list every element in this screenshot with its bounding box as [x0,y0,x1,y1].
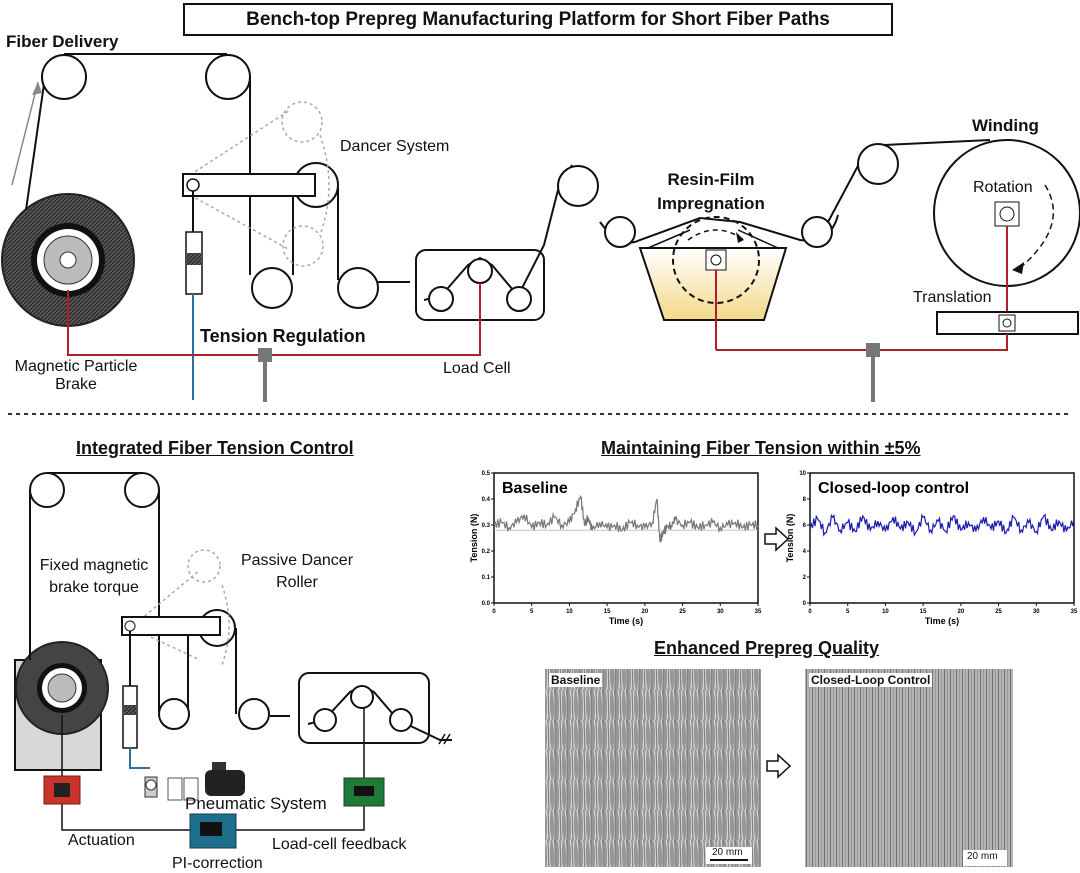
baseline-prepreg-image [545,669,761,867]
guide-roller [205,54,251,100]
x-tick-label: 15 [920,609,927,615]
guide-roller [857,143,899,185]
brake-label-line2: Brake [55,376,97,393]
fixed-brake-line2: brake torque [49,579,139,596]
y-tick-label: 8 [803,497,807,503]
dancer-ghost-positions [189,101,330,267]
controller-block [258,348,272,362]
x-tick-label: 0 [808,609,812,615]
load-cell-feedback-label: Load-cell feedback [272,836,407,853]
motor-driver-board [43,775,81,805]
fiber-direction-arrow [11,81,42,186]
guide-roller [41,54,87,100]
x-tick-label: 35 [1071,609,1078,615]
x-tick-label: 5 [530,609,534,615]
tension-regulation-label: Tension Regulation [200,326,366,346]
bottom-left-diagram [14,472,452,849]
y-tick-label: 10 [799,471,806,477]
top-diagram [1,53,1080,402]
passive-dancer-line1: Passive Dancer [240,552,354,569]
guide-roller [337,267,379,309]
charts-heading: Maintaining Fiber Tension within ±5% [601,438,921,458]
quality-heading: Enhanced Prepreg Quality [654,638,880,658]
y-tick-label: 6 [803,523,807,529]
passive-dancer-line2: Roller [276,574,318,591]
y-axis-label: Tension (N) [469,514,479,563]
x-tick-label: 30 [717,609,724,615]
actuation-label: Actuation [68,832,135,849]
series-line [493,494,759,543]
y-tick-label: 0.1 [482,575,491,581]
chart-frame [809,472,1075,604]
winding-mandrel [933,139,1080,335]
series-line [809,513,1075,537]
winding-label: Winding [972,116,1039,135]
page-title: Bench-top Prepreg Manufacturing Platform… [183,3,893,36]
baseline-tension-chart: 0 5 10 15 20 25 30 35 0.5 0.4 0.3 0.2 0.1 0.0 Baseline… [469,471,762,626]
guide-roller [557,165,599,207]
x-tick-label: 20 [958,609,965,615]
dancer-arm [182,173,316,197]
dancer-system-label: Dancer System [340,138,450,155]
x-tick-label: 5 [846,609,850,615]
resin-label-line1: Resin-Film [667,170,755,189]
y-axis-label: Tension (N) [785,514,795,563]
x-tick-label: 35 [755,609,762,615]
scale-bar-left-label: 20 mm [712,847,743,858]
x-tick-label: 10 [882,609,889,615]
y-tick-label: 0.5 [482,471,491,477]
y-tick-label: 2 [803,575,807,581]
y-tick-label: 0 [803,601,807,607]
closed-loop-prepreg-image [805,669,1013,867]
guide-roller [801,216,833,248]
y-tick-label: 0.2 [482,549,491,555]
y-tick-label: 0.0 [482,601,491,607]
y-tick-label: 4 [803,549,807,555]
y-tick-label: 0.4 [482,497,491,503]
fixed-brake-line1: Fixed magnetic [39,557,149,574]
resin-film-label: Resin-Film Impregnation [648,168,774,216]
pneumatic-system-label: Pneumatic System [185,794,327,813]
x-tick-label: 15 [604,609,611,615]
chart-title: Baseline [502,480,568,497]
right-arrow-icon [766,753,792,779]
rotation-label: Rotation [973,179,1033,196]
passive-dancer-label: Passive Dancer Roller [228,550,366,594]
brake-label-line1: Magnetic Particle [14,358,138,375]
chart-frame [493,472,759,604]
x-tick-label: 30 [1033,609,1040,615]
fiber-delivery-label: Fiber Delivery [6,32,119,51]
x-axis-label: Time (s) [925,616,959,626]
x-axis-label: Time (s) [609,616,643,626]
load-cell-label: Load Cell [443,360,511,377]
resin-label-line2: Impregnation [657,194,765,213]
guide-roller [604,216,636,248]
x-tick-label: 25 [995,609,1002,615]
tension-control-heading: Integrated Fiber Tension Control [76,438,354,458]
guide-roller [251,267,293,309]
x-tick-label: 10 [566,609,573,615]
chart-title: Closed-loop control [818,480,969,497]
x-tick-label: 25 [679,609,686,615]
prepreg-quality-images [545,669,1013,867]
resin-bath [599,214,839,350]
y-tick-label: 0.3 [482,523,491,529]
fixed-brake-label: Fixed magnetic brake torque [32,555,156,599]
right-arrow-icon [764,526,790,552]
x-tick-label: 0 [492,609,496,615]
closed-loop-image-label: Closed-Loop Control [809,673,933,687]
baseline-image-label: Baseline [549,673,603,687]
x-tick-label: 20 [642,609,649,615]
controller-block [866,343,880,357]
translation-label: Translation [913,289,992,306]
pi-correction-label: PI-correction [172,855,263,872]
pneumatic-components [144,762,245,801]
fiber-spool [1,193,135,327]
scale-bar-right-label: 20 mm [967,851,998,862]
brake-label: Magnetic Particle Brake [8,358,144,394]
control-wiring-top [67,283,1008,356]
